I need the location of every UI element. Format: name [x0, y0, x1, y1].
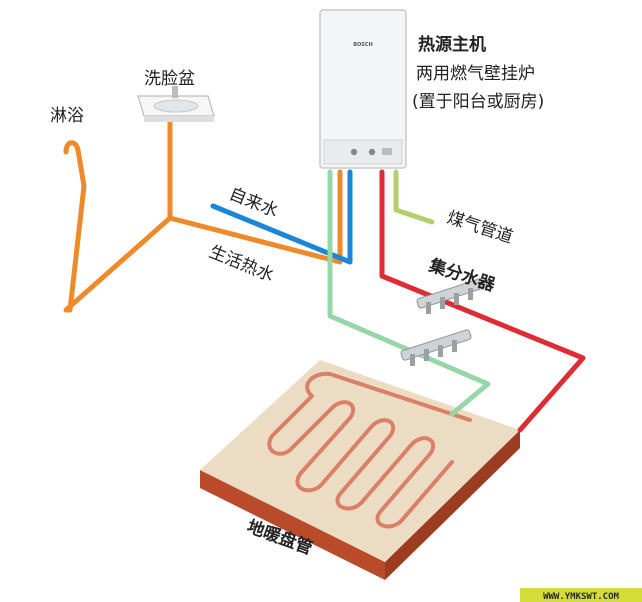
manifold-valve-3 — [454, 293, 459, 305]
gas-pipe — [393, 169, 435, 225]
basin-front — [144, 116, 214, 122]
gas-boiler: BOSCH — [319, 9, 407, 169]
manifold-top-bar — [416, 277, 488, 309]
shower-head-pipe — [63, 140, 87, 189]
hot-water-pipe — [63, 169, 343, 313]
manifold-valve-6 — [424, 349, 429, 361]
placement-label: (置于阳台或厨房) — [412, 92, 544, 112]
boiler-type-label: 两用燃气壁挂炉 — [416, 64, 535, 84]
floor-heating-coil — [267, 371, 472, 529]
hot-water-label: 生活热水 — [206, 242, 277, 286]
basin-bowl — [153, 99, 199, 113]
boiler-knob-left — [350, 148, 358, 156]
floor-slab-side — [385, 430, 520, 580]
supply-pipe — [379, 169, 586, 433]
manifold-valve-4 — [468, 288, 473, 300]
basin-label: 洗脸盆 — [144, 69, 195, 89]
manifold-valve-8 — [452, 340, 457, 352]
boiler-body — [319, 9, 407, 169]
gas-pipe-label: 煤气管道 — [444, 208, 515, 248]
heat-source-title: 热源主机 — [418, 34, 486, 55]
watermark: WWW.YMKSWT.COM — [520, 588, 642, 602]
watermark-text: WWW.YMKSWT.COM — [543, 592, 619, 602]
manifold — [400, 277, 488, 366]
shower-label: 淋浴 — [50, 106, 84, 126]
boiler-brand: BOSCH — [353, 42, 373, 48]
manifold-valve-2 — [440, 297, 445, 309]
watermark-box — [520, 588, 642, 602]
pipes — [63, 119, 586, 433]
basin-faucet — [172, 86, 178, 98]
floor-slab-front — [200, 470, 385, 580]
boiler-knob-right — [368, 148, 376, 156]
wash-basin — [137, 86, 215, 122]
cold-water-pipe — [210, 169, 353, 265]
manifold-valve-1 — [426, 302, 431, 314]
boiler-display — [382, 148, 392, 155]
manifold-bottom-bar — [400, 329, 472, 361]
manifold-valve-5 — [410, 354, 415, 366]
manifold-valve-7 — [438, 345, 443, 357]
